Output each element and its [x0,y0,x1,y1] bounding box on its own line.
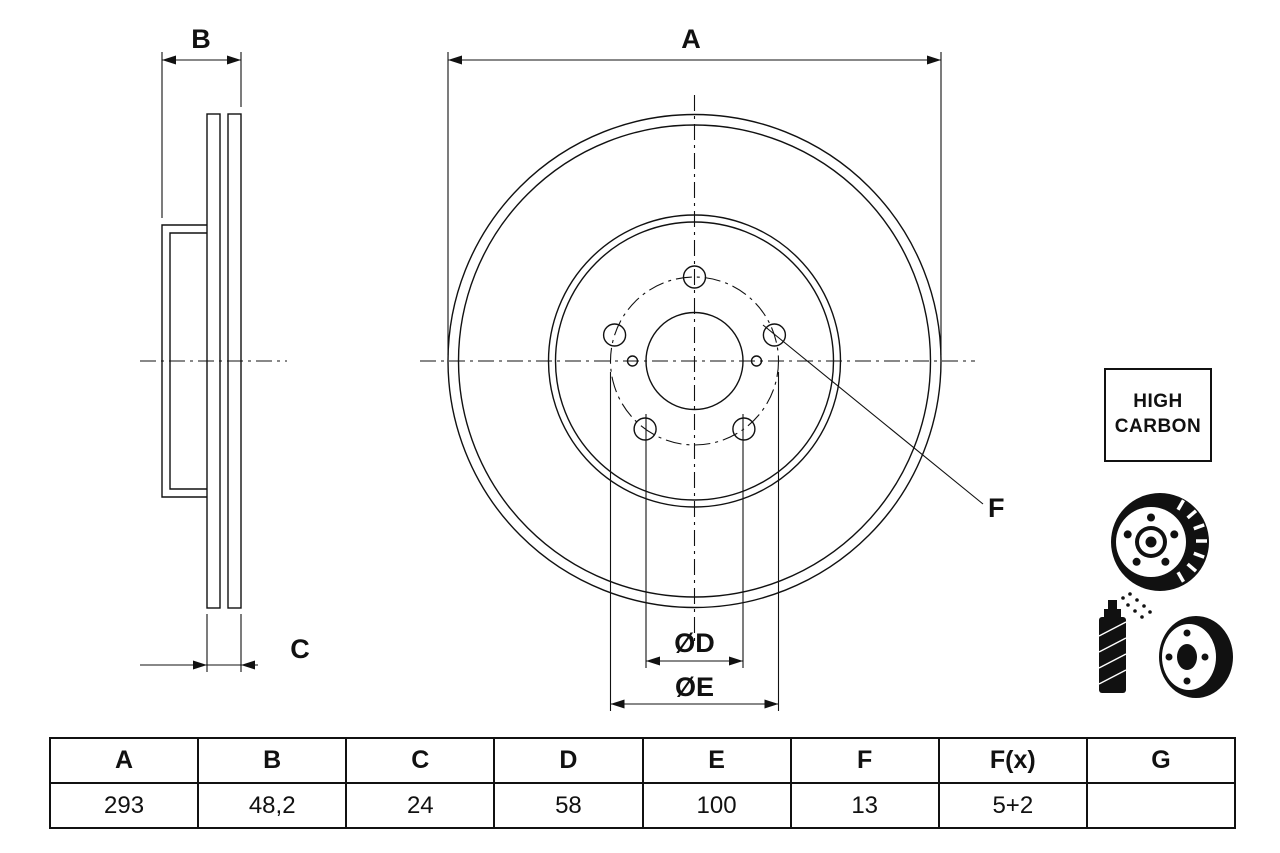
value-fx: 5+2 [937,782,1088,829]
value-g [1085,782,1237,829]
dim-a-lines [447,52,942,355]
value-d: 58 [493,782,644,829]
col-header-e: E [641,737,792,784]
dim-label-b: B [191,24,211,54]
spray-mist [1121,592,1152,619]
technical-drawing: B A C ØD ØE F [140,24,1233,711]
dim-label-d: ØD [674,628,715,658]
col-header-fx: F(x) [937,737,1088,784]
spray-coating-icon [1098,592,1233,698]
vent-slots [1176,499,1207,583]
outer-diameter-circle [447,113,942,609]
arrowhead [610,699,625,709]
bolt-hole [682,265,707,289]
arrowhead [448,55,462,65]
table-header-row: A B C D E F F(x) G [48,737,1237,784]
bolt-hole [602,323,627,347]
dim-label-c: C [290,634,310,664]
col-header-c: C [345,737,496,784]
arrowhead [193,660,207,670]
dim-label-e: ØE [675,672,714,702]
value-b: 48,2 [197,782,348,829]
value-e: 100 [641,782,792,829]
col-header-g: G [1085,737,1237,784]
high-carbon-line1: HIGH [1133,391,1183,413]
bolt-holes [602,265,787,441]
table-value-row: 293 48,2 24 58 100 13 5+2 [48,782,1237,829]
arrowhead [227,55,241,65]
value-c: 24 [345,782,496,829]
arrowhead [241,660,255,670]
col-header-d: D [493,737,644,784]
bolt-hole [732,417,756,441]
dim-b-lines [161,52,242,218]
bolt-hole [762,323,787,347]
arrowhead [927,55,941,65]
high-carbon-badge: HIGH CARBON [1104,368,1212,462]
col-header-f: F [789,737,940,784]
centerlines [140,95,975,645]
high-carbon-line2: CARBON [1114,416,1202,437]
spray-can [1098,600,1127,693]
col-header-b: B [197,737,348,784]
dim-f-leader-line [762,324,984,505]
value-f: 13 [789,782,940,829]
arrowhead [729,656,743,666]
arrowhead [764,699,779,709]
dimension-table: A B C D E F F(x) G 293 48,2 24 58 100 13… [48,737,1237,829]
dim-d-lines [645,414,744,668]
dim-label-f: F [988,493,1005,523]
dimension-arrows [162,55,941,709]
bolt-hole [633,417,657,441]
brake-disc-icon [1111,493,1209,591]
arrowhead [646,656,660,666]
dimension-lines [140,52,984,711]
bolt-circle [609,276,780,446]
dim-e-lines [609,372,780,711]
coated-disc [1159,616,1233,698]
dim-label-a: A [681,24,701,54]
value-a: 293 [48,782,200,829]
arrowhead [162,55,176,65]
col-header-a: A [48,737,200,784]
